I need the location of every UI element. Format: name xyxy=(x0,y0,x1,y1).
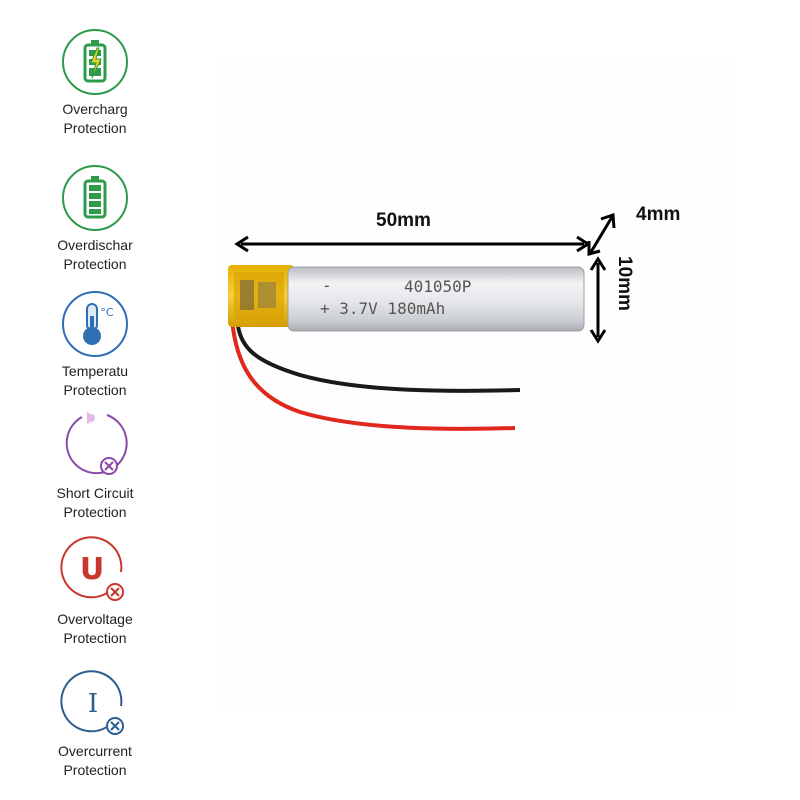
current-letter: I xyxy=(88,689,98,719)
feature-temperature: °C Temperatu Protection xyxy=(20,290,170,400)
feature-label-line1: Overvoltage xyxy=(57,611,133,627)
voltage-letter: U xyxy=(80,552,104,587)
length-arrow xyxy=(234,235,591,253)
temperature-unit-text: °C xyxy=(100,306,114,319)
feature-label-line2: Protection xyxy=(63,762,127,778)
voltage-icon: U xyxy=(60,536,124,601)
feature-label-line1: Overcurrent xyxy=(58,743,132,759)
width-arrow xyxy=(589,256,607,344)
red-wire xyxy=(230,319,516,431)
battery-minus-sign: - xyxy=(322,276,332,295)
product-image-panel xyxy=(218,58,733,708)
current-icon: I xyxy=(60,670,124,735)
feature-label-line1: Temperatu xyxy=(61,363,129,379)
thermometer-icon: °C xyxy=(62,291,128,357)
feature-label-line2: Protection xyxy=(63,630,127,646)
feature-label-line2: Protection xyxy=(63,256,127,272)
feature-label-line2: Protection xyxy=(63,382,127,398)
feature-label-line1: Overdischar xyxy=(57,237,133,253)
short-circuit-icon xyxy=(65,412,128,475)
feature-label-line1: Overcharg xyxy=(62,101,128,117)
length-dimension-label: 50mm xyxy=(376,210,431,231)
protection-board xyxy=(228,265,294,327)
feature-label-line1: Short Circuit xyxy=(56,485,134,501)
thickness-arrow xyxy=(587,212,616,256)
battery-model-text: 401050P xyxy=(404,277,471,296)
battery-cell xyxy=(287,266,585,332)
feature-label-line2: Protection xyxy=(63,120,127,136)
feature-overdischarge: Overdischar Protection xyxy=(20,164,170,274)
feature-sidebar: Overcharg Protection Overdischar Protect… xyxy=(0,0,180,800)
feature-overcurrent: I Overcurrent Protection xyxy=(20,670,170,780)
feature-overvoltage: U Overvoltage Protection xyxy=(20,534,170,648)
feature-overcharge: Overcharg Protection xyxy=(20,28,170,138)
thickness-dimension-label: 4mm xyxy=(636,204,681,225)
feature-short-circuit: Short Circuit Protection xyxy=(20,404,170,522)
battery-full-icon xyxy=(62,165,128,231)
battery-spec-text: + 3.7V 180mAh xyxy=(320,299,445,318)
feature-label-line2: Protection xyxy=(63,504,127,520)
black-wire xyxy=(235,319,521,393)
battery-charging-icon xyxy=(62,29,128,95)
